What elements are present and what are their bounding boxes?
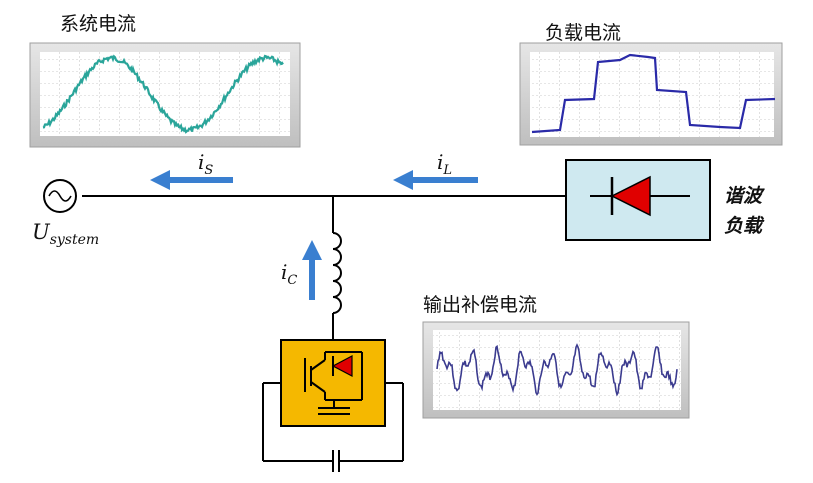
compensation-current-scope [422,321,690,419]
harmonic-load-box [565,159,711,241]
igbt-icon [304,351,363,415]
arrow-ic-icon [302,240,322,300]
ac-source-icon [43,179,77,213]
output-comp-current-title: 输出补偿电流 [423,294,538,316]
circuit-wiring [82,195,566,472]
ic-symbol: iC [281,260,298,288]
system-current-title: 系统电流 [60,13,137,35]
system-current-scope [29,42,301,148]
system-current-waveform [42,54,284,134]
compensation-current-waveform [436,343,678,397]
load-current-title: 负载电流 [545,22,622,44]
diode-icon [331,355,353,377]
load-current-scope [519,42,783,146]
load-current-waveform [531,53,776,134]
arrow-il-icon [393,170,478,190]
il-symbol: iL [437,150,453,178]
diode-icon [610,175,651,217]
harmonic-load-label-line2: 负载 [724,215,763,237]
arrow-is-icon [150,170,233,190]
harmonic-load-label-line1: 谐波 [724,185,763,207]
is-symbol: iS [198,150,214,178]
u-system-symbol: Usystem [32,220,100,249]
converter-box [280,339,386,427]
